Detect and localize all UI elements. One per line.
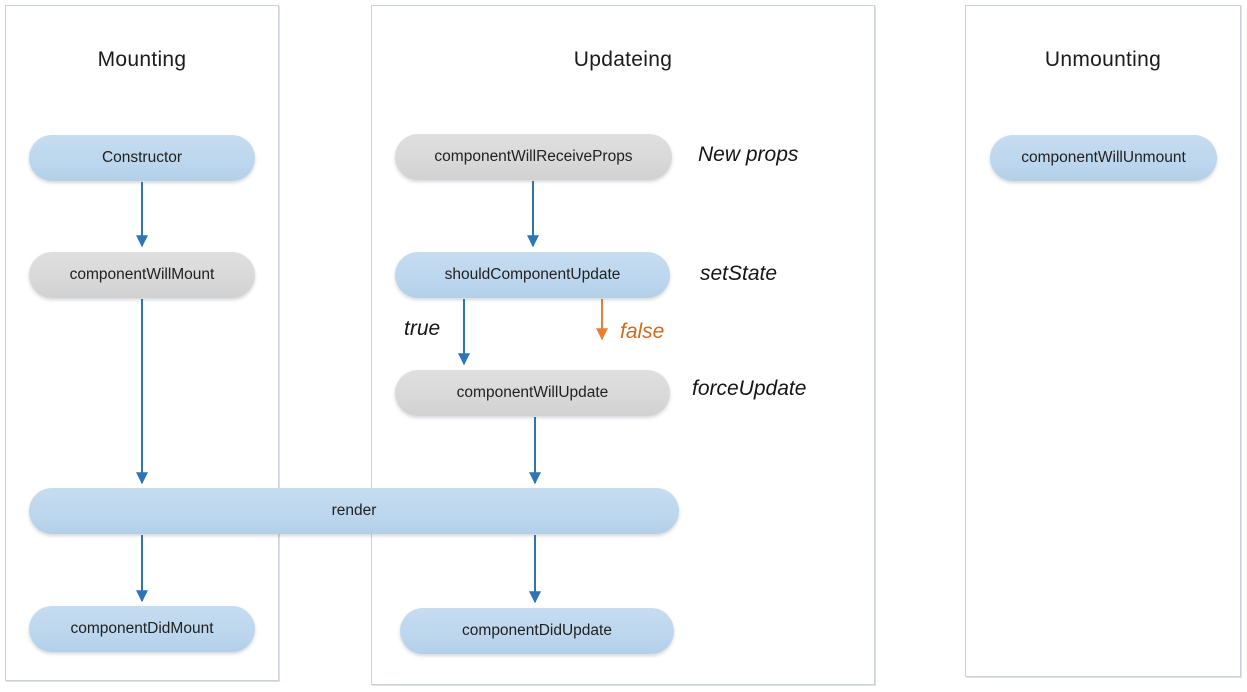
node-constructor: Constructor [29, 135, 255, 181]
node-render: render [29, 488, 679, 534]
node-componentdidmount: componentDidMount [29, 606, 255, 652]
node-componentwillunmount: componentWillUnmount [990, 135, 1217, 181]
annotation-forceupdate: forceUpdate [692, 377, 807, 400]
node-componentdidupdate: componentDidUpdate [400, 608, 674, 654]
panel-updating: Updateing [371, 5, 875, 685]
node-componentwillmount: componentWillMount [29, 252, 255, 298]
panel-mounting-title: Mounting [97, 48, 187, 71]
node-componentwillreceiveprops: componentWillReceiveProps [395, 134, 672, 180]
panel-unmounting-title: Unmounting [1044, 48, 1162, 71]
panel-updating-title: Updateing [573, 48, 673, 71]
annotation-true-branch: true [404, 317, 441, 340]
annotation-setstate: setState [700, 262, 778, 285]
annotation-new-props: New props [698, 143, 799, 166]
annotation-false-branch: false [620, 320, 665, 343]
panel-mounting: Mounting [5, 5, 279, 681]
node-shouldcomponentupdate: shouldComponentUpdate [395, 252, 670, 298]
panel-unmounting: Unmounting [965, 5, 1241, 677]
node-componentwillupdate: componentWillUpdate [395, 370, 670, 416]
